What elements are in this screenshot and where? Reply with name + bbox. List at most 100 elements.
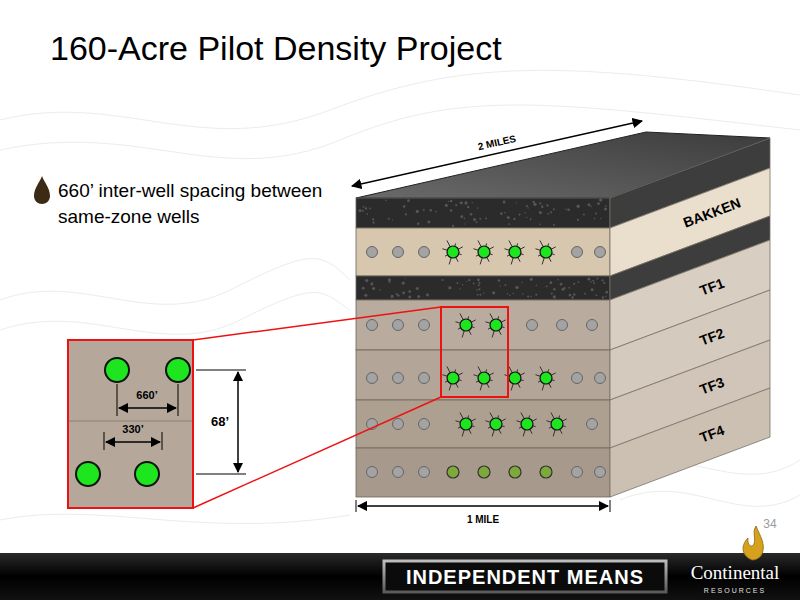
rock-texture [526, 217, 527, 218]
fracture-line [549, 257, 551, 261]
fracture-line [455, 421, 460, 422]
fracture-line [442, 249, 447, 250]
fracture-line [542, 384, 544, 391]
rock-texture [553, 208, 555, 210]
rock-block [356, 132, 770, 497]
front-layer [356, 276, 610, 300]
company-subname: RESOURCES [704, 587, 766, 595]
pilot-well [551, 418, 563, 430]
pilot-well [490, 418, 502, 430]
rock-texture [539, 224, 541, 226]
rock-texture [430, 209, 432, 211]
rock-texture [442, 279, 444, 281]
fracture-line [549, 383, 551, 387]
flame-logo [743, 526, 763, 560]
fracture-line [542, 258, 544, 265]
existing-well [393, 320, 404, 331]
topo-background [0, 70, 800, 523]
fracture-line [449, 384, 451, 391]
rock-texture [478, 282, 480, 284]
rock-texture [405, 213, 407, 215]
pilot-well [540, 466, 552, 478]
rock-texture [463, 217, 465, 219]
rock-texture [539, 211, 542, 214]
pilot-well [447, 466, 459, 478]
fracture-line [455, 322, 460, 323]
fracture-line [551, 373, 555, 375]
rock-texture [391, 295, 394, 298]
fracture-line [469, 330, 471, 334]
bullet-text: 660’ inter-well spacing between same-zon… [58, 178, 328, 229]
existing-well [367, 467, 378, 478]
fracture-line [504, 249, 509, 250]
rock-texture [455, 204, 457, 206]
rock-texture [597, 202, 600, 205]
rock-texture [573, 293, 575, 295]
pilot-well [540, 246, 552, 258]
rock-texture [546, 285, 548, 287]
fracture-line [447, 241, 450, 247]
rock-texture [512, 293, 513, 294]
fracture-line [489, 247, 493, 249]
page-number: 34 [763, 517, 776, 531]
fracture-line [492, 331, 494, 338]
rock-texture [408, 290, 411, 293]
slide-title: 160-Acre Pilot Density Project [50, 28, 502, 69]
fracture-line [487, 383, 489, 387]
rock-texture [498, 279, 501, 282]
rock-texture [587, 277, 590, 280]
tagline-frame [384, 561, 666, 592]
fracture-line [521, 413, 524, 419]
rock-texture [530, 219, 532, 221]
rock-texture [373, 222, 375, 224]
fracture-line [492, 430, 494, 437]
rock-texture [462, 284, 463, 285]
rock-texture [477, 207, 479, 209]
rock-texture [467, 206, 469, 208]
rock-texture [464, 223, 465, 224]
existing-well [419, 419, 430, 430]
rock-texture [500, 285, 501, 286]
fracture-line [458, 247, 462, 249]
existing-well [572, 373, 583, 384]
fracture-line [471, 320, 475, 322]
rock-texture [476, 289, 478, 291]
rock-texture [417, 222, 420, 225]
existing-well [572, 467, 583, 478]
rock-texture [513, 218, 515, 220]
fracture-line [540, 241, 543, 247]
front-layer [356, 350, 610, 400]
fracture-line [456, 257, 458, 261]
fracture-line [501, 320, 505, 322]
fracture-line [490, 413, 493, 419]
rock-texture [584, 293, 586, 295]
rock-texture [465, 201, 466, 202]
existing-well [419, 247, 430, 258]
rock-texture [460, 288, 461, 289]
rock-texture [358, 209, 361, 212]
fracture-line [530, 429, 532, 433]
fracture-line [462, 331, 464, 338]
rock-texture [599, 198, 602, 201]
rock-texture [427, 221, 430, 224]
rock-texture [460, 215, 463, 218]
fracture-line [480, 258, 482, 265]
rock-texture [602, 296, 604, 298]
rock-texture [600, 218, 601, 219]
rock-texture [388, 218, 390, 220]
fracture-line [546, 421, 551, 422]
existing-well [572, 247, 583, 258]
fracture-line [471, 419, 475, 421]
fracture-line [490, 314, 493, 320]
rock-texture [468, 279, 470, 281]
rock-texture [460, 202, 463, 205]
rock-texture [466, 281, 467, 282]
dimension-label: 330’ [122, 423, 143, 436]
rock-texture [492, 291, 495, 294]
rock-texture [571, 296, 574, 299]
fracture-line [462, 430, 464, 437]
fracture-line [480, 384, 482, 391]
rock-texture [504, 212, 506, 214]
